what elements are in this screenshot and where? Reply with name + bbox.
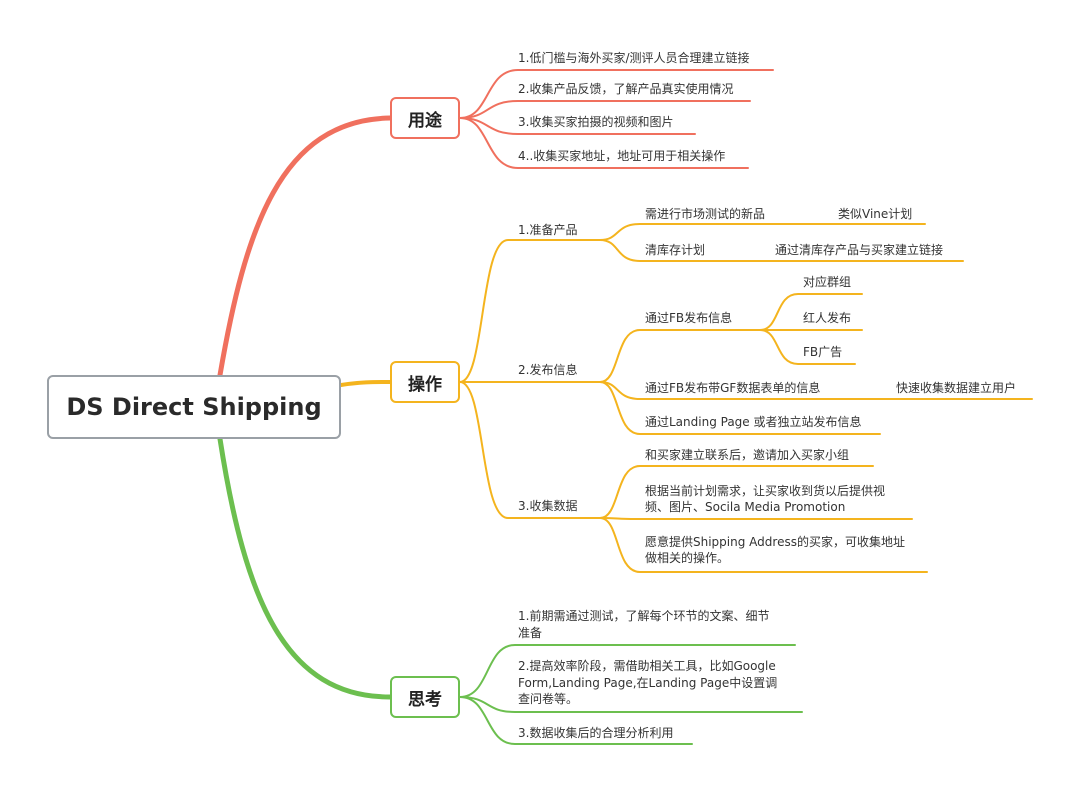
publish-gf-form-note[interactable]: 快速收集数据建立用户 [896,381,1017,395]
publish-fb-group[interactable]: 对应群组 [803,275,852,289]
usage-item-lines [459,69,774,169]
publish-fb-ads[interactable]: FB广告 [803,345,843,359]
operation-item-lines [459,223,1033,573]
usage-item-2[interactable]: 2.收集产品反馈，了解产品真实使用情况 [518,82,734,96]
publish-info-topic[interactable]: 2.发布信息 [518,363,578,377]
thinking-item-2-line-3[interactable]: 查问卷等。 [518,692,579,706]
publish-fb-influencer[interactable]: 红人发布 [803,311,852,325]
collect-item-3-line-1[interactable]: 愿意提供Shipping Address的买家，可收集地址 [645,535,905,549]
usage-item-4[interactable]: 4..收集买家地址，地址可用于相关操作 [518,149,726,163]
root-topic[interactable]: DS Direct Shipping [47,375,341,439]
thinking-item-1-line-1[interactable]: 1.前期需通过测试，了解每个环节的文案、细节 [518,609,770,623]
thinking-item-3[interactable]: 3.数据收集后的合理分析利用 [518,726,674,740]
usage-item-1[interactable]: 1.低门槛与海外买家/测评人员合理建立链接 [518,51,750,65]
publish-landing-page[interactable]: 通过Landing Page 或者独立站发布信息 [645,415,862,429]
thinking-item-2-line-1[interactable]: 2.提高效率阶段，需借助相关工具，比如Google [518,659,776,673]
collect-item-1[interactable]: 和买家建立联系后，邀请加入买家小组 [645,448,850,462]
collect-data-topic[interactable]: 3.收集数据 [518,499,578,513]
collect-item-3-line-2[interactable]: 做相关的操作。 [645,551,730,565]
root-to-thinking-branch [217,436,393,700]
thinking-topic[interactable]: 思考 [390,676,460,718]
thinking-item-1-line-2[interactable]: 准备 [518,626,543,640]
thinking-item-lines [459,644,803,745]
publish-fb[interactable]: 通过FB发布信息 [645,311,733,325]
usage-topic[interactable]: 用途 [390,97,460,139]
prepare-item-clearance-note[interactable]: 通过清库存产品与买家建立链接 [775,243,944,257]
prepare-item-clearance[interactable]: 清库存计划 [645,243,706,257]
usage-item-3[interactable]: 3.收集买家拍摄的视频和图片 [518,115,674,129]
prepare-item-new-product-note[interactable]: 类似Vine计划 [838,207,913,221]
root-to-usage-branch [217,115,393,378]
operation-topic[interactable]: 操作 [390,361,460,403]
collect-item-2-line-1[interactable]: 根据当前计划需求，让买家收到货以后提供视 [645,484,886,498]
publish-gf-form[interactable]: 通过FB发布带GF数据表单的信息 [645,381,821,395]
collect-item-2-line-2[interactable]: 频、图片、Socila Media Promotion [645,500,846,514]
prepare-item-new-product[interactable]: 需进行市场测试的新品 [645,207,766,221]
thinking-item-2-line-2[interactable]: Form,Landing Page,在Landing Page中设置调 [518,676,778,690]
prepare-product-topic[interactable]: 1.准备产品 [518,223,578,237]
root-to-operation-branch [339,380,392,387]
